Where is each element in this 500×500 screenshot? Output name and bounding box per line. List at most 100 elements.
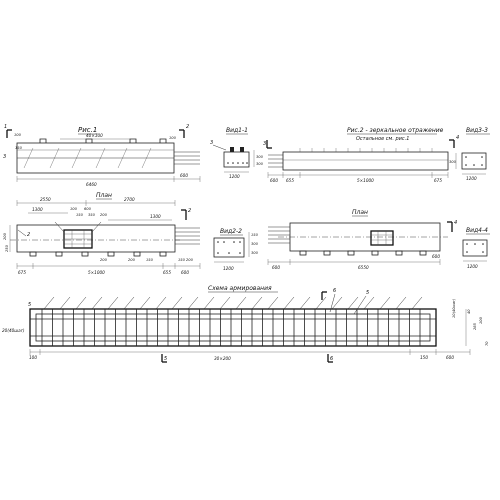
- view11-title: Вид1-1: [226, 127, 248, 134]
- plan2-dim-right: 600: [432, 254, 440, 259]
- diagonal-bar: [203, 296, 215, 310]
- fig2-mark-4: 4: [456, 135, 459, 141]
- view33-dim-h: 300: [449, 160, 457, 164]
- plan1-dim-small1: 200: [100, 258, 108, 262]
- view22-title: Вид2-2: [220, 228, 242, 235]
- diagonal-bar: [363, 296, 375, 310]
- fig2-title: Рис.2 - зеркальное отражение: [347, 127, 444, 134]
- plan1-dim-g: 200: [100, 213, 108, 217]
- diagonal-bar: [155, 296, 167, 310]
- diagonal-bar: [283, 296, 295, 310]
- fig1-dim-right: 600: [180, 173, 188, 178]
- scheme-mark-5a: 5: [164, 356, 167, 362]
- view22-dim-h3: 150: [251, 233, 259, 237]
- plan2: План 4 600 6550 600: [267, 209, 457, 270]
- plan2-dim-left: 600: [272, 265, 280, 270]
- fig1-mark-right: 2: [186, 124, 189, 130]
- plan1-dim-r2: 200: [186, 258, 194, 262]
- plan1-dim-e1: 100: [70, 207, 78, 211]
- scheme-mark-6a: 6: [330, 356, 333, 362]
- scheme-dim-rv1: 70: [485, 341, 489, 346]
- plan1-dim-f1: 150: [76, 213, 84, 217]
- scheme-dim-left-v: 20(40шаг): [2, 328, 25, 333]
- diagonal-bar: [219, 296, 231, 310]
- fig1-title: Рис.1: [78, 126, 97, 134]
- fig2-dim-left2: 655: [286, 178, 294, 183]
- view44-dim-w: 1200: [467, 264, 478, 269]
- diagonal-bar: [299, 296, 311, 310]
- scheme-stirrups: [41, 309, 421, 346]
- fig2-mark-3: 3: [263, 141, 266, 147]
- plan2-dim-total: 6550: [358, 265, 369, 270]
- scheme-mark-6b: 6: [333, 288, 336, 294]
- diagonal-bar: [331, 296, 343, 310]
- plan2-title: План: [352, 209, 368, 216]
- view11-dim-w: 1200: [229, 174, 240, 179]
- view11-dim-h2: 300: [256, 162, 264, 166]
- plan1-dim-a: 2550: [40, 197, 51, 202]
- scheme-dim-mid: 30×200: [214, 356, 231, 361]
- view44-section: Вид4-4 1200: [462, 227, 490, 269]
- diagonal-bar: [187, 296, 199, 310]
- diagonal-bar: [411, 296, 423, 310]
- scheme-mark-5c: 5: [28, 302, 31, 308]
- diagonal-bar: [347, 296, 359, 310]
- fig1-dim-h1: 100: [14, 133, 22, 137]
- view22-dim-w: 1200: [223, 266, 234, 271]
- scheme-mark-5b: 5: [366, 290, 369, 296]
- plan1-dim-v2: 250: [5, 244, 9, 252]
- fig2-elevation: Рис.2 - зеркальное отражение Остальное с…: [263, 127, 459, 183]
- view22-section: Вид2-2 1200 150 300 300: [213, 228, 259, 271]
- view11-section: Вид1-1 3 1200 300 300: [210, 127, 264, 179]
- fig1-dim-total: 6460: [86, 182, 97, 187]
- scheme-dim-r2: 600: [446, 355, 454, 360]
- diagonal-bar: [139, 296, 151, 310]
- fig2-dim-right: 675: [434, 178, 442, 183]
- plan1-dim-r1: 150: [178, 258, 186, 262]
- plan1-dim-c: 1300: [32, 207, 43, 212]
- scheme-dim-rv2: 285: [473, 322, 477, 330]
- view33-title: Вид3-3: [466, 127, 488, 134]
- diagonal-bar: [171, 296, 183, 310]
- view11-mark-3: 3: [210, 140, 213, 146]
- diagonal-bar: [251, 296, 263, 310]
- fig2-dim-mid: 5×1000: [357, 178, 374, 183]
- view22-dim-h1: 300: [251, 242, 259, 246]
- plan1: План 2550 2700 1300 100 600 150 350 200 …: [3, 192, 201, 275]
- diagonal-bar: [75, 296, 87, 310]
- plan1-dim-r3: 600: [181, 270, 189, 275]
- scheme-dim-r1: 150: [420, 355, 428, 360]
- diagonal-bar: [107, 296, 119, 310]
- scheme-dim-rv3: 100: [479, 316, 483, 324]
- fig2-dim-left1: 600: [270, 178, 278, 183]
- scheme-dim-right-v: 10(40шаг): [452, 298, 456, 318]
- plan2-mark-4: 4: [454, 220, 457, 226]
- plan1-dim-b: 2700: [124, 197, 135, 202]
- diagonal-bar: [315, 296, 327, 310]
- fig1-dim-h2: 100: [169, 136, 177, 140]
- plan1-dim-e2: 600: [84, 207, 92, 211]
- fig2-subtitle: Остальное см. рис.1: [356, 136, 409, 142]
- reinforcement-scheme: Схема армирования 5 6 6 5 5 20(40шаг) 10…: [2, 285, 489, 363]
- scheme-title: Схема армирования: [208, 285, 272, 292]
- view33-dim-w: 1200: [466, 176, 477, 181]
- fig1-dim-h3: 150: [15, 146, 23, 150]
- diagonal-bar: [123, 296, 135, 310]
- plan1-dim-small2: 200: [128, 258, 136, 262]
- diagonal-bar: [379, 296, 391, 310]
- diagonal-bar: [91, 296, 103, 310]
- plan1-mark-2: 2: [27, 232, 30, 238]
- view33-section: Вид3-3 1200 300: [449, 127, 490, 181]
- diagonal-bar: [235, 296, 247, 310]
- fig1-dim-top: 40×100: [86, 133, 103, 138]
- fig1-mark-left: 1: [4, 124, 7, 130]
- diagonal-bar: [59, 296, 71, 310]
- scheme-dim-rv4: 40: [467, 309, 471, 314]
- fig1-elevation: 1 2 3 Рис.1 40×100 100 100 150 6460 600: [3, 124, 201, 187]
- diagonal-bar: [43, 296, 55, 310]
- view22-dim-h2: 300: [251, 251, 259, 255]
- plan1-dim-f2: 350: [88, 213, 96, 217]
- diagonal-bar: [395, 296, 407, 310]
- diagonal-bar: [267, 296, 279, 310]
